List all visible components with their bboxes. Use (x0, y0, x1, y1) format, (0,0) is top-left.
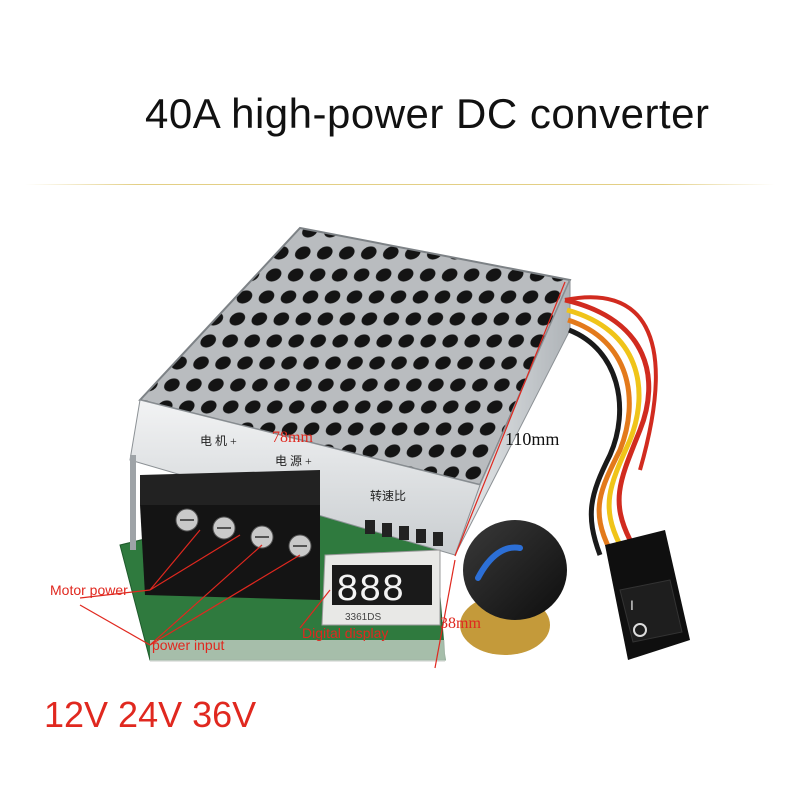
title-divider (25, 184, 775, 185)
led-indicator-row (365, 520, 443, 546)
silkscreen-speed-ratio: 转速比 (370, 488, 406, 503)
silkscreen-motor: 电 机 + (200, 434, 237, 448)
dimension-length: 110mm (505, 429, 559, 449)
callout-lines (79, 529, 331, 646)
callout-motor-power: Motor power (50, 582, 128, 598)
supported-voltages: 12V 24V 36V (44, 694, 257, 735)
dimension-height: 38mm (440, 615, 481, 632)
rocker-switch-icon: I (605, 530, 690, 660)
callout-digital-display: Digital display (302, 625, 388, 641)
dimension-lines (434, 281, 566, 669)
wire-harness (564, 295, 658, 556)
page-title: 40A high-power DC converter (145, 90, 710, 137)
silkscreen-power: 电 源 + (275, 454, 312, 468)
callout-power-input: power input (152, 637, 224, 653)
display-digits: 888 (336, 569, 404, 612)
dimension-width: 78mm (272, 429, 313, 446)
terminal-block (140, 470, 320, 600)
potentiometer-knob-icon (460, 520, 567, 655)
digital-display: 888 3361DS (321, 549, 441, 626)
svg-text:I: I (630, 597, 634, 613)
chip-marking: 3361DS (345, 612, 381, 623)
